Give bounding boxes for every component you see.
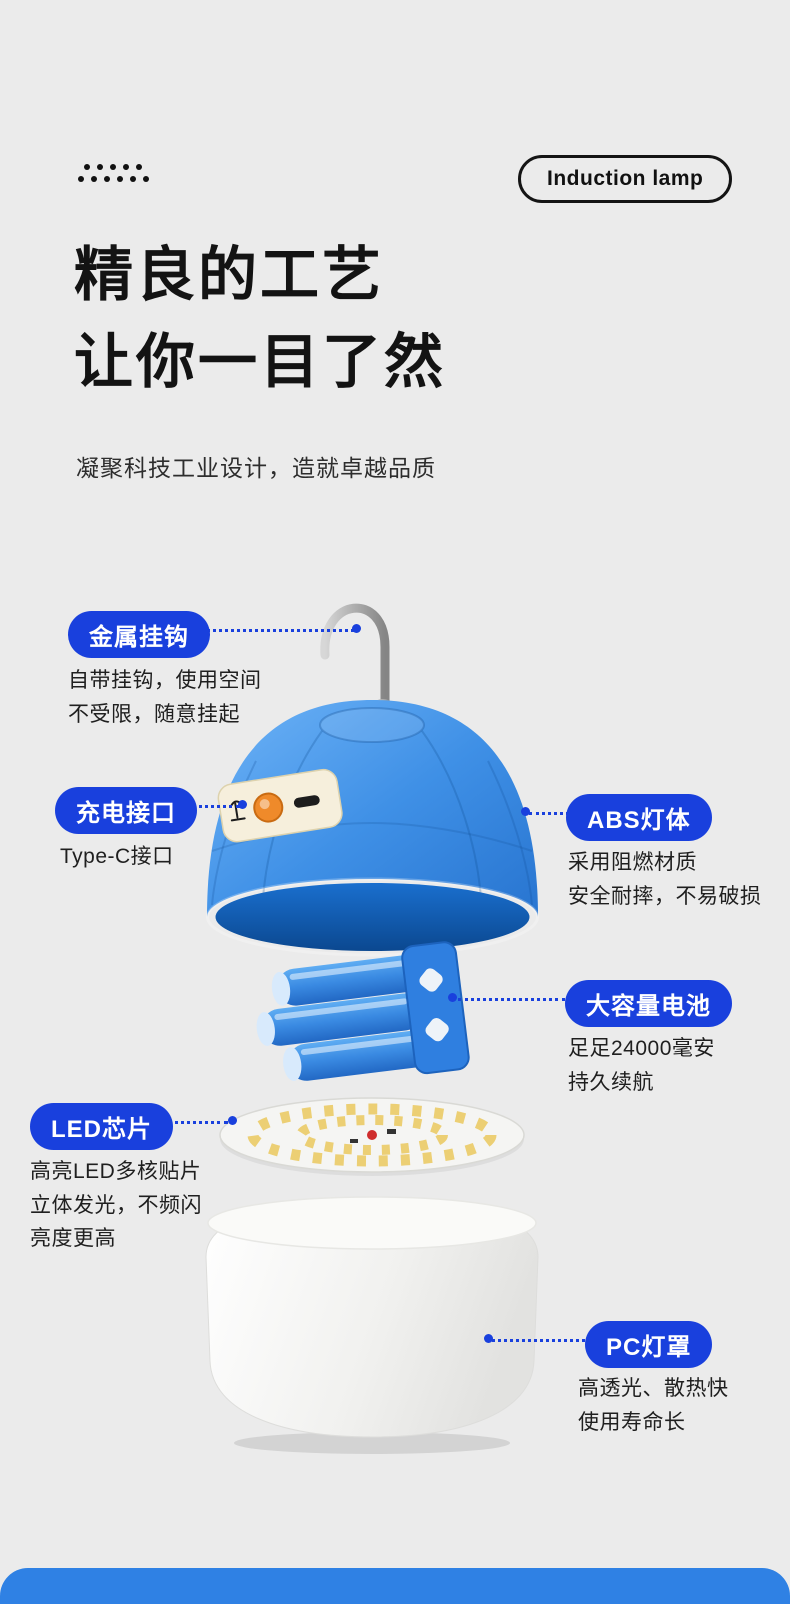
- callout-line-led-chip: [162, 1121, 228, 1124]
- callout-line-pc-shade: [492, 1339, 585, 1342]
- lamp-body-part: [206, 700, 539, 957]
- callout-dot-battery: [448, 993, 457, 1002]
- callout-line-abs-body: [529, 812, 569, 815]
- dot: [78, 176, 84, 182]
- callout-dot-led-chip: [228, 1116, 237, 1125]
- callout-dot-abs-body: [521, 807, 530, 816]
- callout-pill-pc-shade: PC灯罩: [585, 1321, 713, 1368]
- dots-row: [78, 176, 149, 182]
- callout-pill-battery: 大容量电池: [565, 980, 732, 1027]
- callout-desc-battery: 足足24000毫安 持久续航: [568, 1037, 715, 1094]
- dot: [143, 176, 149, 182]
- induction-lamp-badge: Induction lamp: [518, 155, 733, 203]
- dot: [104, 176, 110, 182]
- callout-pill-led-chip: LED芯片: [30, 1103, 173, 1150]
- callout-line-battery: [458, 998, 565, 1001]
- callout-dot-metal-hook: [352, 624, 361, 633]
- callout-desc-metal-hook: 自带挂钩，使用空间 不受限，随意挂起: [68, 669, 262, 726]
- callout-pill-abs-body: ABS灯体: [566, 794, 712, 841]
- dot: [110, 164, 116, 170]
- dot: [123, 164, 129, 170]
- battery-pack-part: [256, 941, 470, 1081]
- dot: [84, 164, 90, 170]
- callout-desc-pc-shade: 高透光、散热快 使用寿命长: [578, 1377, 729, 1434]
- title-line-2: 让你一目了然: [74, 329, 447, 396]
- exploded-lamp-illustration: [205, 603, 539, 1454]
- pc-lampshade-part: [205, 1196, 539, 1454]
- dot: [91, 176, 97, 182]
- page-subtitle: 凝聚科技工业设计，造就卓越品质: [76, 455, 436, 481]
- callout-desc-led-chip: 高亮LED多核贴片 立体发光，不频闪 亮度更高: [30, 1160, 202, 1251]
- next-section-bar: [0, 1568, 790, 1604]
- title-line-1: 精良的工艺: [74, 242, 385, 308]
- dot: [117, 176, 123, 182]
- callout-dot-charging-port: [238, 800, 247, 809]
- dot: [136, 164, 142, 170]
- led-chip-disc-part: [219, 1097, 525, 1176]
- callout-desc-charging-port: Type-C接口: [60, 845, 174, 868]
- callout-line-metal-hook: [202, 629, 354, 632]
- callout-line-charging-port: [180, 805, 240, 808]
- dots-decoration-icon: [78, 164, 149, 182]
- dot: [130, 176, 136, 182]
- callout-dot-pc-shade: [484, 1334, 493, 1343]
- charging-panel: [217, 768, 343, 843]
- dot: [97, 164, 103, 170]
- page-title: 精良的工艺 让你一目了然: [74, 232, 446, 407]
- callout-pill-charging-port: 充电接口: [55, 787, 197, 834]
- dots-row: [84, 164, 149, 170]
- callout-pill-metal-hook: 金属挂钩: [68, 611, 210, 658]
- callout-desc-abs-body: 采用阻燃材质 安全耐摔，不易破损: [568, 851, 762, 908]
